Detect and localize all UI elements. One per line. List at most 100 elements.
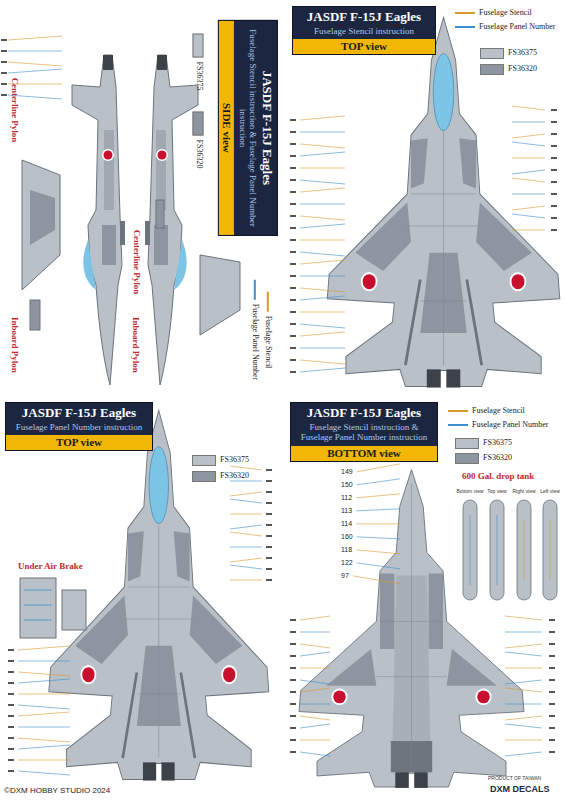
leader-line: [8, 51, 62, 52]
leader-line: [18, 745, 70, 749]
leader-line: [1, 94, 7, 96]
leader-line: [290, 131, 296, 133]
leader-line: [551, 133, 557, 135]
view-label: TOP view: [295, 40, 433, 53]
leader-line: [300, 652, 330, 656]
leader-line: [551, 157, 557, 159]
view-band: SIDE view: [219, 21, 234, 235]
leader-line: [266, 513, 272, 515]
callout-number: 113: [340, 507, 353, 515]
callout-number: 97: [340, 572, 350, 580]
leader-line: [356, 523, 400, 524]
legend-text: Fuselage Panel Number: [479, 22, 555, 31]
leader-line: [551, 229, 557, 231]
leader-line: [266, 557, 272, 559]
leader-line: [290, 643, 296, 645]
leader-line: [290, 619, 296, 621]
leader-line: [512, 134, 545, 138]
leader-line: [1, 83, 7, 85]
sheet-subtitle: Fuselage Stencil instruction & Fuselage …: [237, 25, 258, 231]
leader-line: [8, 660, 14, 662]
leader-line: [8, 649, 14, 651]
legend-text: FS36375: [508, 48, 537, 57]
leader-line: [300, 296, 345, 300]
leader-line: [1, 50, 7, 52]
legend-item: Fuselage Panel Number: [250, 280, 260, 380]
leader-line: [549, 679, 555, 681]
leader-line: [290, 715, 296, 717]
leader-line: [300, 180, 345, 184]
view-label: TOP view: [8, 436, 150, 449]
brand-logo: DXM DECALS: [490, 785, 550, 795]
legend-item: FS36320: [455, 453, 512, 464]
leader-line: [300, 668, 330, 669]
leader-line: [290, 119, 296, 121]
leader-line: [8, 36, 62, 40]
legend-item: FS36320: [192, 471, 249, 482]
leader-line: [8, 748, 14, 750]
legend-text: Fuselage Panel Number: [251, 304, 260, 380]
view-band: TOP view: [6, 435, 152, 450]
leader-line: [512, 194, 545, 195]
title-box: JASDF F-15J EaglesFuselage Panel Number …: [5, 402, 153, 451]
leader-line: [551, 181, 557, 183]
sheet-subtitle: Fuselage Panel Number instruction: [10, 422, 148, 432]
leader-line: [18, 738, 70, 742]
legend-item: FS36375: [193, 34, 204, 91]
leader-line: [1, 72, 7, 74]
legend-text: FS36320: [483, 453, 512, 462]
leader-line: [300, 216, 345, 220]
leader-line: [230, 514, 262, 515]
leader-line: [300, 644, 330, 648]
leader-line: [8, 759, 14, 761]
leader-line: [8, 715, 14, 717]
pylon-label: Centerline Pylon: [9, 78, 19, 143]
legend-text: FS36320: [220, 471, 249, 480]
leader-line: [18, 646, 70, 650]
leader-line: [549, 619, 555, 621]
leader-line: [230, 532, 262, 536]
tank-view-label: Top view: [487, 489, 506, 495]
color-swatch: [192, 471, 216, 482]
leader-line: [353, 576, 400, 584]
sheet-title: JASDF F-15J Eagles: [10, 406, 148, 421]
leader-line: [230, 547, 262, 548]
leader-line: [505, 668, 542, 669]
line-sample: [455, 12, 475, 14]
leader-line: [300, 288, 345, 292]
legend-item: FS36375: [192, 455, 249, 466]
leader-line: [300, 252, 345, 256]
tank-view-label: Bottom view: [456, 489, 483, 495]
leader-line: [549, 631, 555, 633]
leader-line: [8, 682, 14, 684]
leader-line: [505, 740, 542, 741]
leader-line: [8, 704, 14, 706]
leader-line: [300, 688, 330, 692]
leader-line: [300, 324, 345, 328]
leader-line: [549, 751, 555, 753]
color-swatch: [455, 453, 479, 464]
legend-item: FS36375: [480, 48, 537, 59]
leader-line: [266, 491, 272, 493]
leader-line: [356, 550, 400, 554]
leader-line: [300, 260, 345, 264]
leader-line: [551, 109, 557, 111]
line-sample: [267, 292, 269, 312]
leader-line: [300, 680, 330, 684]
leader-line: [512, 170, 545, 174]
pylon-label: Centerline Pylon: [131, 230, 141, 295]
leader-line: [300, 204, 345, 205]
callout-number: 122: [340, 559, 354, 567]
sheet-title: JASDF F-15J Eagles: [259, 25, 274, 231]
leader-line: [549, 715, 555, 717]
leader-line: [266, 546, 272, 548]
leader-line: [300, 188, 345, 192]
view-band: BOTTOM view: [291, 446, 437, 461]
leader-line: [505, 632, 542, 633]
leader-line: [290, 287, 296, 289]
leader-line: [8, 69, 62, 73]
legend-item: Fuselage Stencil: [455, 8, 532, 18]
leader-line: [18, 727, 70, 728]
leader-line: [18, 760, 70, 761]
leader-line: [8, 726, 14, 728]
